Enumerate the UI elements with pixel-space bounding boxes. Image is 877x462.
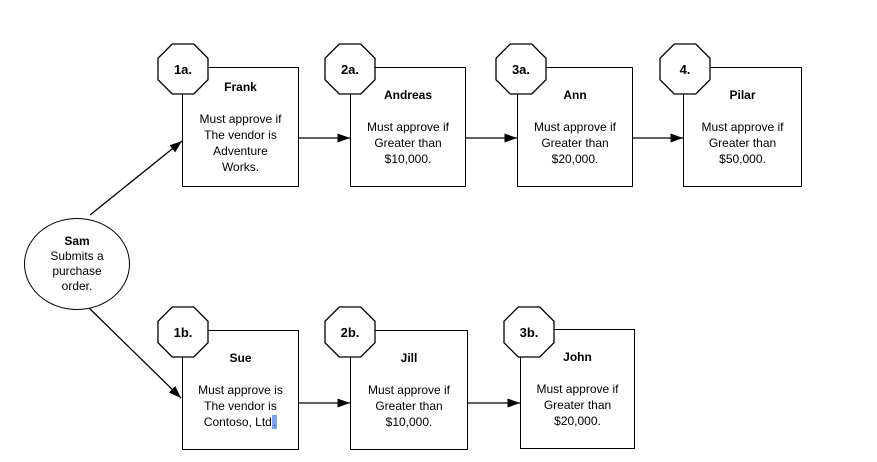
body-line: Greater than <box>541 136 609 150</box>
step-badge-1a[interactable]: 1a. <box>157 43 209 95</box>
start-node-line: Submits a <box>50 249 104 263</box>
approver-name: John <box>563 350 592 364</box>
body-line: $10,000. <box>384 152 432 166</box>
step-badge-label: 2a. <box>340 61 360 77</box>
body-line: $20,000. <box>551 152 599 166</box>
body-line: Must approve if <box>199 112 282 126</box>
step-badge-label: 1b. <box>173 324 193 340</box>
approver-name: Ann <box>563 88 587 102</box>
step-badge-label: 4. <box>679 61 691 77</box>
body-line: $10,000. <box>385 415 433 429</box>
octagon-shape-icon <box>157 306 209 358</box>
step-badge-label: 1a. <box>173 61 193 77</box>
body-line: Must approve if <box>367 383 451 397</box>
body-line: $20,000. <box>554 414 601 428</box>
body-line: Must approve is <box>198 383 283 397</box>
step-badge-4[interactable]: 4. <box>659 43 711 95</box>
body-line: The vendor is <box>204 128 277 142</box>
node-frank[interactable]: Frank Must approve if The vendor is Adve… <box>182 67 299 187</box>
approver-name: Pilar <box>729 88 756 102</box>
body-line: Greater than <box>375 399 443 413</box>
step-badge-label: 3b. <box>519 324 539 340</box>
step-badge-label: 2b. <box>340 324 360 340</box>
body-line-text: Contoso, Ltd <box>203 415 272 429</box>
body-line: Greater than <box>708 136 777 150</box>
octagon-shape-icon <box>324 306 376 358</box>
step-badge-3b[interactable]: 3b. <box>503 306 555 358</box>
start-node-line: purchase <box>52 264 102 278</box>
node-pilar[interactable]: Pilar Must approve if Greater than $50,0… <box>683 67 802 187</box>
octagon-shape-icon <box>659 43 711 95</box>
node-andreas[interactable]: Andreas Must approve if Greater than $10… <box>350 67 466 187</box>
approver-name: Sue <box>229 351 252 365</box>
text-selection-highlight: . <box>271 415 278 429</box>
node-jill[interactable]: Jill Must approve if Greater than $10,00… <box>350 330 468 450</box>
body-line: $50,000. <box>719 152 766 166</box>
approver-name: Frank <box>224 80 257 94</box>
octagon-shape-icon <box>157 43 209 95</box>
octagon-shape-icon <box>324 43 376 95</box>
body-line: Adventure <box>213 144 268 158</box>
node-sam[interactable]: Sam Submits a purchase order. <box>24 218 130 310</box>
octagon-shape-icon <box>503 306 555 358</box>
octagon-shape-icon <box>495 43 547 95</box>
body-line: Must approve if <box>366 120 450 134</box>
body-line: Greater than <box>374 136 442 150</box>
body-line: The vendor is <box>204 399 277 413</box>
body-line: Must approve if <box>536 382 619 396</box>
step-badge-1b[interactable]: 1b. <box>157 306 209 358</box>
step-badge-label: 3a. <box>511 61 531 77</box>
start-node-name: Sam <box>64 234 90 248</box>
body-line: Must approve if <box>701 120 784 134</box>
start-node-line: order. <box>61 279 93 293</box>
body-line: Contoso, Ltd. <box>203 414 278 430</box>
approver-name: Andreas <box>383 88 433 102</box>
approver-name: Jill <box>400 351 418 365</box>
body-line: Greater than <box>543 398 612 412</box>
body-line: Works. <box>221 160 260 174</box>
step-badge-2b[interactable]: 2b. <box>324 306 376 358</box>
step-badge-2a[interactable]: 2a. <box>324 43 376 95</box>
step-badge-3a[interactable]: 3a. <box>495 43 547 95</box>
body-line: Must approve if <box>533 120 617 134</box>
connector-sam-to-frank[interactable] <box>89 140 183 216</box>
